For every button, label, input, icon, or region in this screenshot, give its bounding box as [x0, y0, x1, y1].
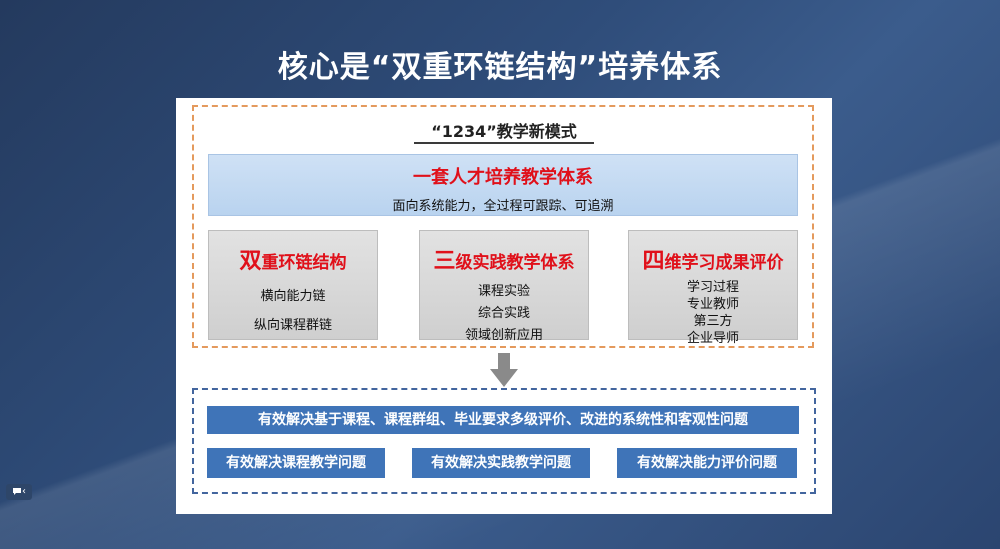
- card-dual-chain: 双重环链结构 横向能力链 纵向课程群链: [208, 230, 378, 340]
- card-item: 课程实验: [477, 284, 530, 299]
- card-title: 双重环链结构: [209, 243, 377, 275]
- card-title-lead: 三: [433, 249, 456, 274]
- model-subtitle: “1234”教学新模式: [431, 122, 577, 141]
- outcome-course-teaching: 有效解决课程教学问题: [207, 448, 385, 478]
- chat-bubble-icon: [13, 487, 21, 495]
- outcome-practice-teaching: 有效解决实践教学问题: [412, 448, 590, 478]
- card-item: 第三方: [693, 314, 733, 329]
- card-item: 专业教师: [686, 297, 739, 312]
- card-title-lead: 四: [642, 249, 665, 274]
- card-three-level-practice: 三级实践教学体系 课程实验 综合实践 领域创新应用: [419, 230, 589, 343]
- outcome-main-bar: 有效解决基于课程、课程群组、毕业要求多级评价、改进的系统性和客观性问题: [207, 406, 799, 434]
- card-item: 横向能力链: [260, 289, 326, 304]
- outcome-ability-evaluation: 有效解决能力评价问题: [617, 448, 797, 478]
- card-title: 四维学习成果评价: [629, 243, 797, 275]
- chat-toggle-button[interactable]: ‹: [6, 484, 32, 500]
- card-item: 综合实践: [477, 306, 530, 321]
- content-panel: “1234”教学新模式 一套人才培养教学体系 面向系统能力，全过程可跟踪、可追溯…: [176, 98, 832, 514]
- down-arrow-icon: [490, 353, 518, 387]
- card-item: 学习过程: [686, 280, 739, 295]
- card-title: 三级实践教学体系: [420, 243, 588, 275]
- chevron-left-icon: ‹: [22, 486, 26, 497]
- card-item: 领域创新应用: [464, 328, 543, 343]
- subtitle-underline: [414, 142, 594, 144]
- model-frame: [192, 105, 814, 348]
- card-four-dimension-evaluation: 四维学习成果评价 学习过程 专业教师 第三方 企业导师: [628, 230, 798, 346]
- outcomes-frame: [192, 388, 816, 494]
- banner-subtitle: 面向系统能力，全过程可跟踪、可追溯: [392, 199, 614, 214]
- banner-title: 一套人才培养教学体系: [413, 167, 593, 188]
- card-title-lead: 双: [239, 249, 262, 274]
- card-title-rest: 维学习成果评价: [664, 253, 784, 273]
- card-title-rest: 重环链结构: [261, 253, 347, 273]
- card-title-rest: 级实践教学体系: [455, 253, 575, 273]
- card-item: 企业导师: [686, 331, 739, 346]
- teaching-system-banner: 一套人才培养教学体系 面向系统能力，全过程可跟踪、可追溯: [208, 154, 798, 216]
- card-item: 纵向课程群链: [253, 318, 332, 333]
- slide-title: 核心是“双重环链结构”培养体系: [277, 50, 723, 85]
